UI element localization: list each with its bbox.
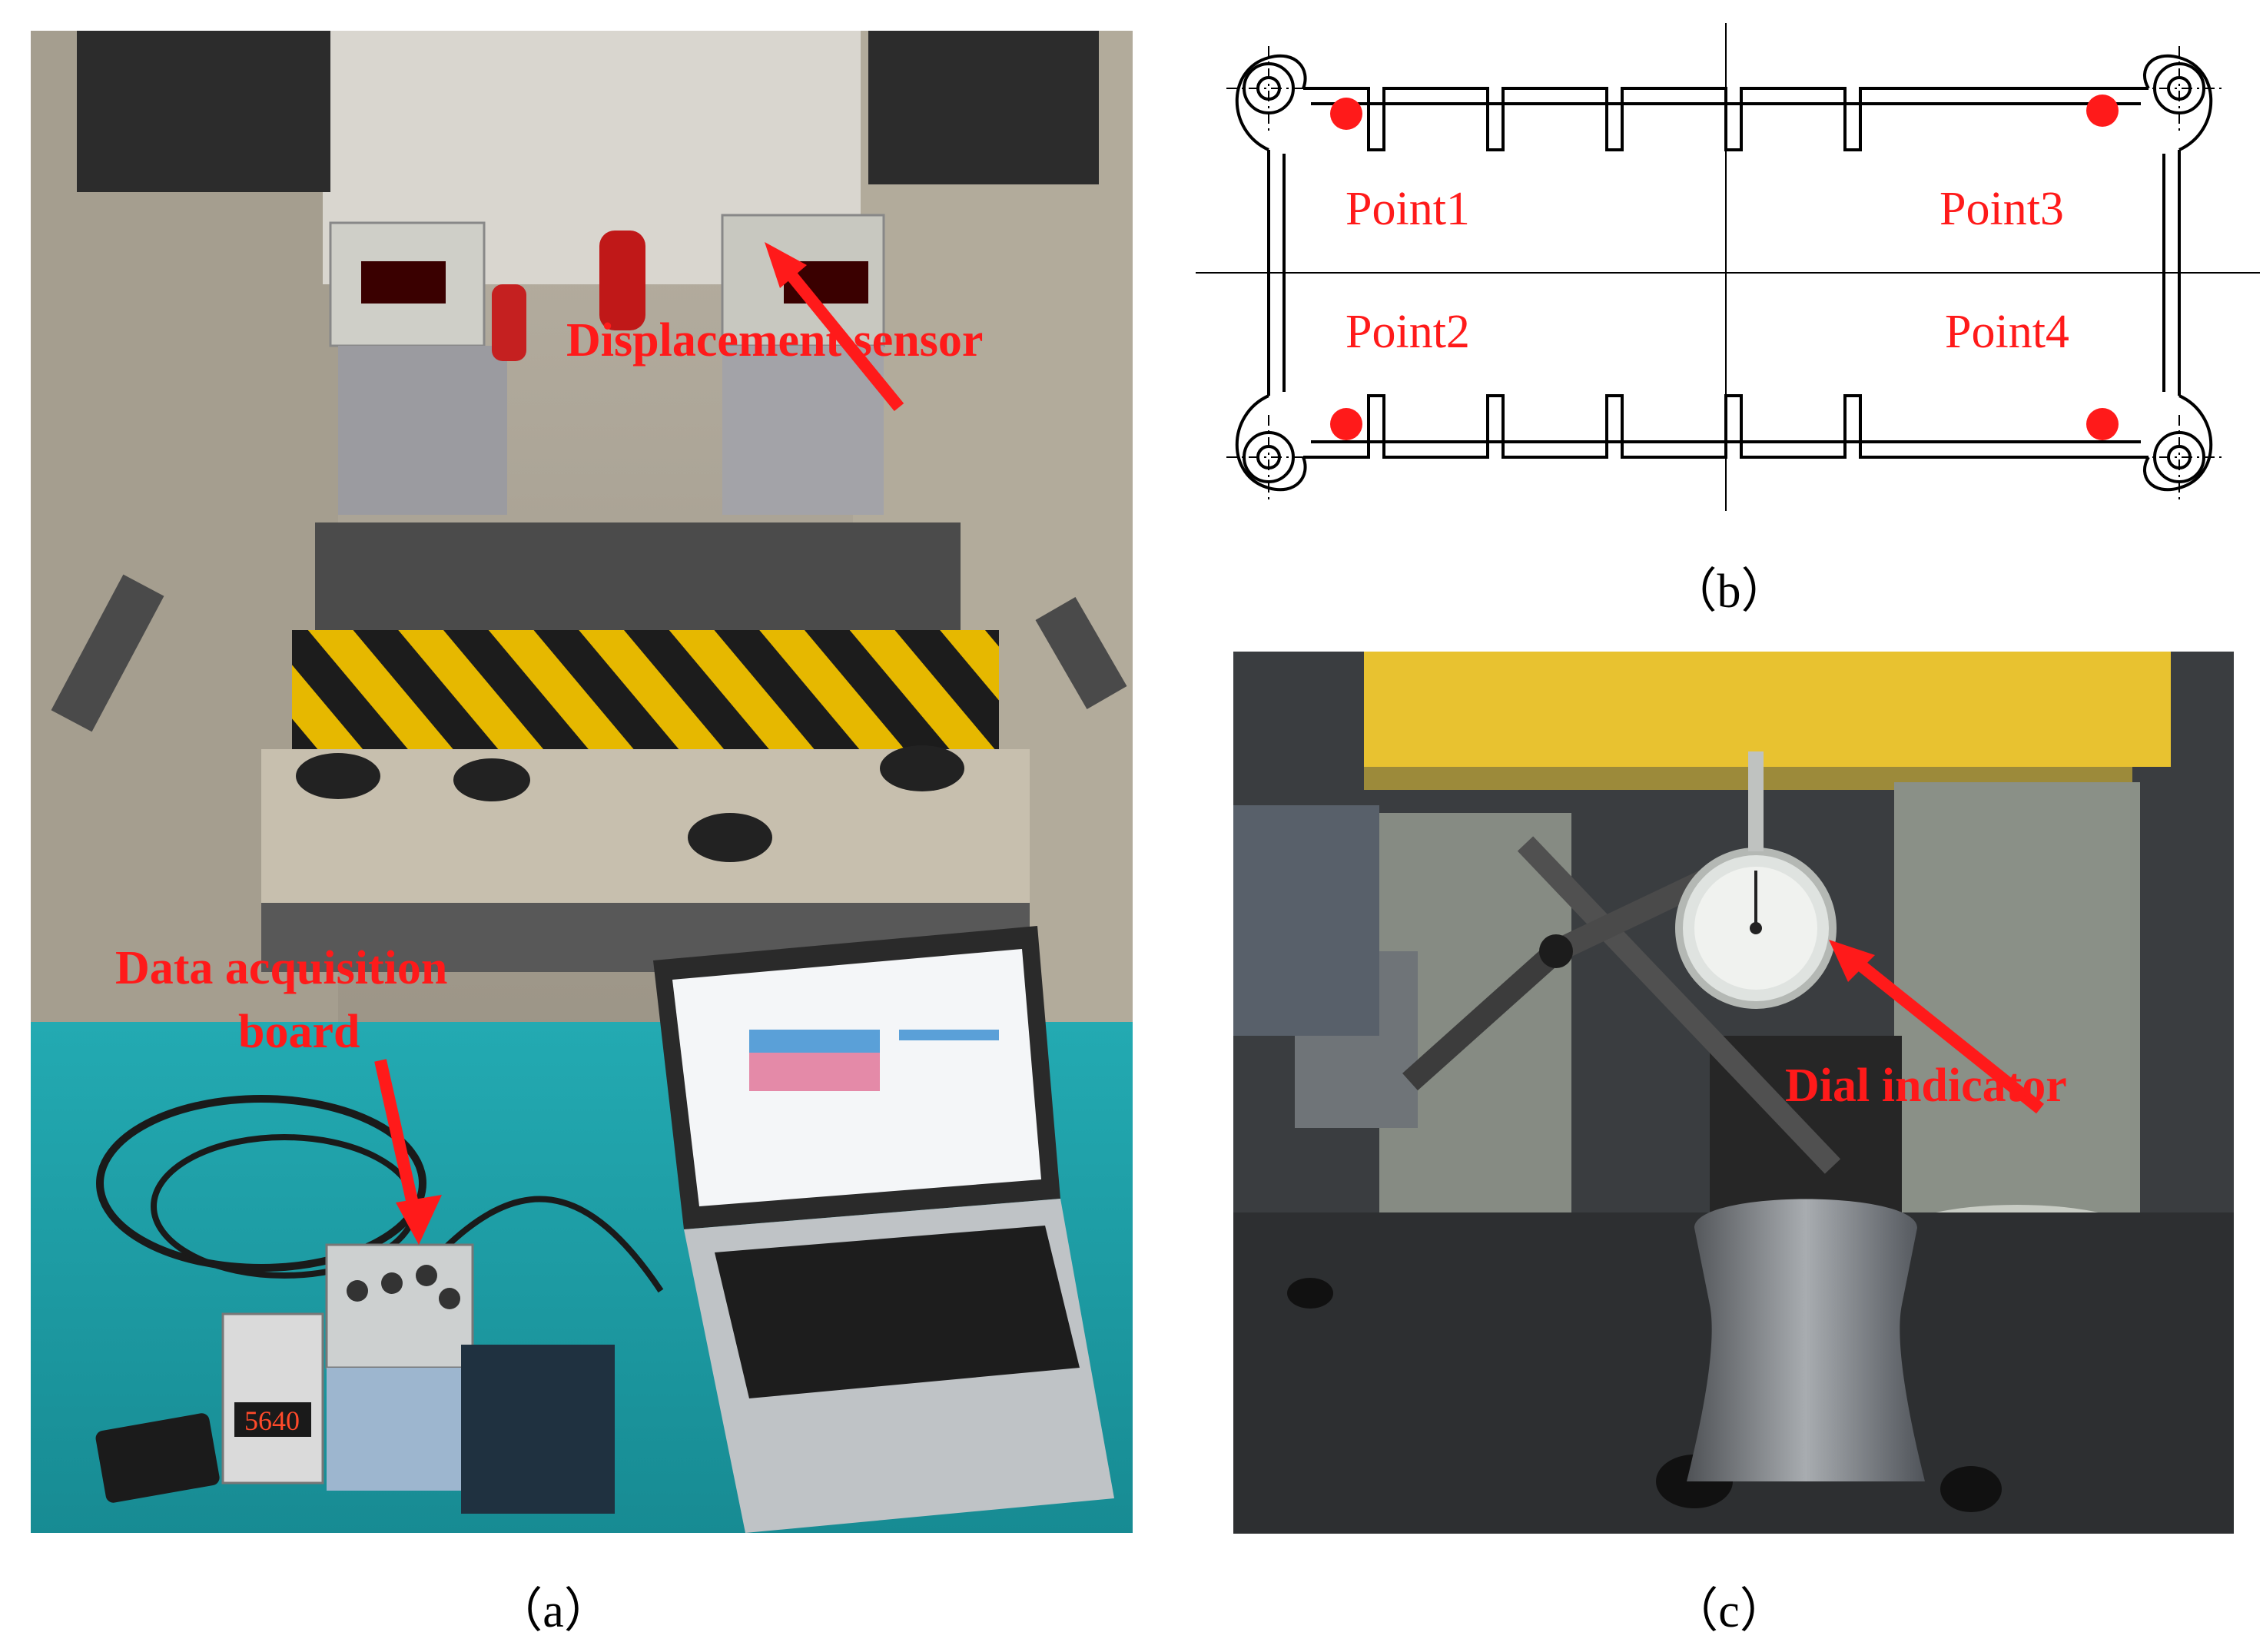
marker-point1 (1330, 98, 1362, 130)
photo-c-dial-indicator: Dial indicator (1233, 652, 2234, 1534)
diagram-b-measurement-points: Point1 Point2 Point3 Point4 (1196, 15, 2260, 522)
photo-a-experimental-setup: 5640 Displacement sensor Data acquisitio… (31, 31, 1133, 1533)
caption-a: （a） (495, 1585, 612, 1637)
label-point4: Point4 (1945, 306, 2069, 358)
label-point3: Point3 (1939, 183, 2064, 235)
label-displacement-sensor: Displacement sensor (566, 314, 984, 367)
label-point2: Point2 (1346, 306, 1470, 358)
label-data-acquisition-line2: board (238, 1006, 360, 1058)
caption-c: （c） (1671, 1585, 1787, 1637)
marker-point3 (2086, 95, 2119, 127)
marker-point4 (2086, 408, 2119, 440)
label-point1: Point1 (1346, 183, 1470, 235)
caption-b: （b） (1669, 566, 1789, 618)
label-dial-indicator: Dial indicator (1785, 1060, 2067, 1112)
photo-c-illustration (1233, 652, 2234, 1534)
label-data-acquisition-line1: Data acquisition (115, 942, 448, 994)
die-outline-diagram: Point1 Point2 Point3 Point4 (1196, 23, 2260, 511)
marker-point2 (1330, 408, 1362, 440)
photo-a-illustration: 5640 (31, 31, 1133, 1533)
display-digits: 5640 (244, 1405, 300, 1436)
